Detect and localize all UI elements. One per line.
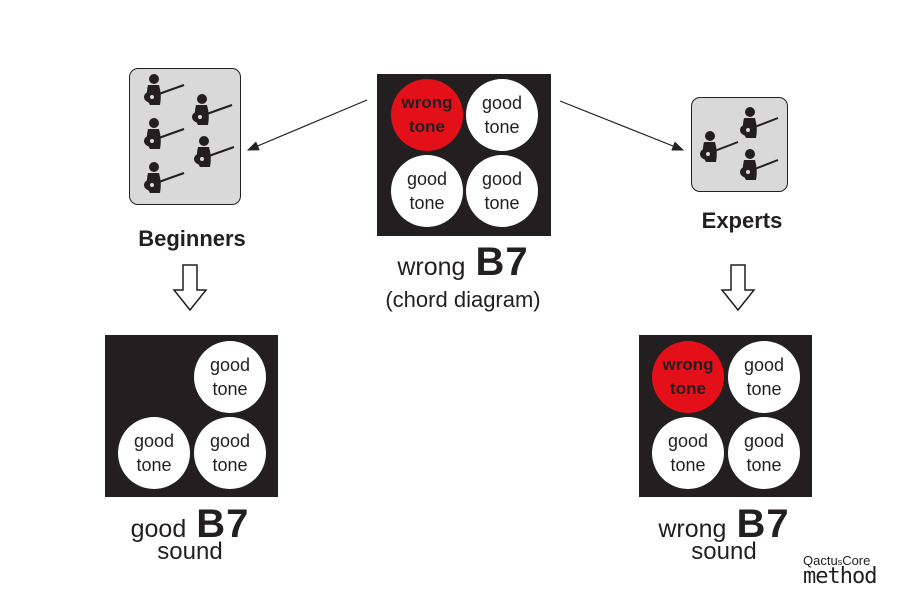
experts-caption-word: wrong bbox=[658, 515, 727, 543]
guitarist-icon bbox=[740, 107, 779, 138]
guitarist-icon bbox=[700, 131, 739, 162]
guitarist-icon bbox=[740, 149, 779, 180]
experts-chord-board: wrong tone good tone good tone good tone bbox=[639, 335, 812, 497]
circle-line1: wrong bbox=[401, 93, 453, 112]
circle-line2: tone bbox=[484, 117, 520, 137]
center-chord-name: B7 bbox=[475, 240, 529, 284]
guitarist-icon bbox=[192, 94, 233, 125]
logo-part-a: Qactu bbox=[803, 553, 838, 568]
logo-bottom-line: method bbox=[803, 564, 877, 589]
beginners-chord-board: good tone good tone good tone bbox=[105, 335, 278, 497]
center-circle-1: wrong tone bbox=[391, 79, 463, 151]
beginners-chord-name: B7 bbox=[196, 502, 250, 546]
beginners-caption: good B7 bbox=[90, 502, 290, 547]
arrow-to-beginners bbox=[246, 99, 368, 151]
experts-players bbox=[700, 107, 779, 180]
circle-line2: tone bbox=[670, 455, 706, 475]
logo-part-c: Core bbox=[842, 553, 871, 568]
circle-line1: good bbox=[209, 355, 251, 375]
circle-line1: good bbox=[481, 93, 523, 113]
circle-line2: tone bbox=[136, 455, 172, 475]
logo-top-line: QactusCore bbox=[803, 553, 893, 568]
beginners-caption-word: good bbox=[130, 515, 187, 543]
center-circle-3: good tone bbox=[391, 155, 463, 227]
beginners-circle-3: good tone bbox=[194, 417, 266, 489]
center-subcaption: (chord diagram) bbox=[385, 287, 541, 312]
experts-card bbox=[691, 97, 788, 192]
guitarist-icon bbox=[144, 118, 185, 149]
beginners-subcaption: sound bbox=[157, 538, 223, 565]
circle-line2: tone bbox=[746, 379, 782, 399]
center-circle-2: good tone bbox=[466, 79, 538, 151]
beginners-players bbox=[144, 74, 235, 193]
arrow-to-experts bbox=[559, 100, 685, 151]
beginners-circle-2: good tone bbox=[118, 417, 190, 489]
experts-circle-3: good tone bbox=[652, 417, 724, 489]
guitarist-icon bbox=[144, 162, 185, 193]
experts-circle-1: wrong tone bbox=[652, 341, 724, 413]
experts-subcaption: sound bbox=[691, 538, 757, 565]
guitarist-icon bbox=[194, 136, 235, 167]
guitarist-icon bbox=[144, 74, 185, 105]
experts-circle-2: good tone bbox=[728, 341, 800, 413]
logo-part-b: s bbox=[837, 557, 843, 567]
down-arrow-beginners bbox=[172, 264, 208, 312]
center-circle-4: good tone bbox=[466, 155, 538, 227]
circle-line1: good bbox=[406, 169, 448, 189]
center-caption: wrong B7 bbox=[363, 240, 563, 285]
circle-line2: tone bbox=[670, 379, 706, 398]
circle-line1: good bbox=[481, 169, 523, 189]
beginners-label: Beginners bbox=[138, 226, 246, 251]
experts-chord-name: B7 bbox=[736, 502, 790, 546]
experts-circle-4: good tone bbox=[728, 417, 800, 489]
circle-line2: tone bbox=[409, 117, 445, 136]
circle-line1: good bbox=[743, 431, 785, 451]
center-caption-word: wrong bbox=[397, 253, 466, 281]
beginners-circle-1: good tone bbox=[194, 341, 266, 413]
circle-line2: tone bbox=[409, 193, 445, 213]
circle-line2: tone bbox=[484, 193, 520, 213]
experts-label: Experts bbox=[701, 208, 783, 233]
beginners-card bbox=[129, 68, 241, 205]
qactuscore-logo: QactusCore method bbox=[803, 553, 893, 589]
circle-line2: tone bbox=[212, 379, 248, 399]
circle-line1: wrong bbox=[662, 355, 714, 374]
circle-line2: tone bbox=[212, 455, 248, 475]
down-arrow-experts bbox=[720, 264, 756, 312]
circle-line1: good bbox=[743, 355, 785, 375]
circle-line2: tone bbox=[746, 455, 782, 475]
center-chord-board: wrong tone good tone good tone good tone bbox=[377, 74, 551, 236]
circle-line1: good bbox=[133, 431, 175, 451]
circle-line1: good bbox=[209, 431, 251, 451]
circle-line1: good bbox=[667, 431, 709, 451]
experts-caption: wrong B7 bbox=[624, 502, 824, 547]
